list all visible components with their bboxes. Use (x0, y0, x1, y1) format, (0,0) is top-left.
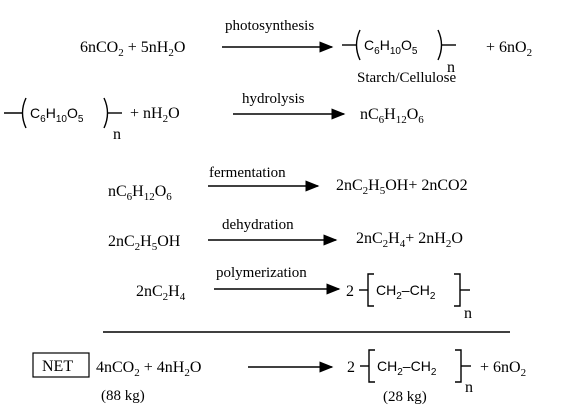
reaction-photosynthesis: 6nCO2 + 5nH2O photosynthesis C6H10O5 n +… (80, 18, 532, 86)
r4-arrow-label: dehydration (222, 217, 294, 233)
svg-text:2: 2 (347, 359, 355, 376)
svg-text:n: n (464, 305, 472, 322)
svg-text:2: 2 (346, 283, 354, 300)
r2-water: + nH2O (130, 105, 180, 125)
r3-reactant: nC6H12O6 (108, 183, 172, 203)
r1-product-caption: Starch/Cellulose (357, 70, 456, 86)
r3-products: 2nC2H5OH+ 2nCO2 (336, 177, 468, 197)
r1-starch-unit: C6H10O5 n (342, 29, 456, 76)
net-left-mass: (88 kg) (101, 388, 145, 404)
net-label: NET (42, 358, 73, 375)
r4-products: 2nC2H4+ 2nH2O (356, 230, 463, 250)
net-polyethylene: 2 CH2–CH2 n (347, 349, 473, 396)
net-label-box (32, 352, 90, 378)
r5-polyethylene: 2 CH2–CH2 n (346, 273, 472, 322)
reaction-polymerization: 2nC2H4 polymerization 2 CH2–CH2 n (136, 265, 472, 322)
r5-arrow-label: polymerization (216, 265, 307, 281)
svg-text:CH2–CH2: CH2–CH2 (376, 282, 436, 302)
svg-text:n: n (447, 59, 455, 76)
net-equation: NET 4nCO2 + 4nH2O 2 CH2–CH2 n + 6nO2 (88… (32, 349, 526, 405)
svg-text:CH2–CH2: CH2–CH2 (377, 358, 437, 378)
net-oxygen: + 6nO2 (480, 359, 526, 379)
reaction-dehydration: 2nC2H5OH dehydration 2nC2H4+ 2nH2O (108, 217, 463, 253)
svg-text:C6H10O5: C6H10O5 (364, 37, 418, 57)
net-reactants: 4nCO2 + 4nH2O (96, 359, 201, 379)
r1-arrow-label: photosynthesis (225, 18, 314, 34)
r1-reactants: 6nCO2 + 5nH2O (80, 39, 185, 59)
r2-arrow-label: hydrolysis (242, 91, 305, 107)
reaction-fermentation: nC6H12O6 fermentation 2nC2H5OH+ 2nCO2 (108, 165, 468, 203)
svg-text:n: n (465, 379, 473, 396)
svg-text:C6H10O5: C6H10O5 (30, 105, 84, 125)
r2-starch-unit: C6H10O5 n (4, 97, 122, 143)
r2-product: nC6H12O6 (360, 106, 424, 126)
reaction-hydrolysis: C6H10O5 n + nH2O hydrolysis nC6H12O6 (4, 91, 424, 143)
r3-arrow-label: fermentation (209, 165, 286, 181)
svg-text:n: n (113, 126, 121, 143)
r5-reactant: 2nC2H4 (136, 283, 186, 303)
net-right-mass: (28 kg) (383, 389, 427, 405)
r4-reactant: 2nC2H5OH (108, 233, 181, 253)
r1-oxygen: + 6nO2 (486, 39, 532, 59)
